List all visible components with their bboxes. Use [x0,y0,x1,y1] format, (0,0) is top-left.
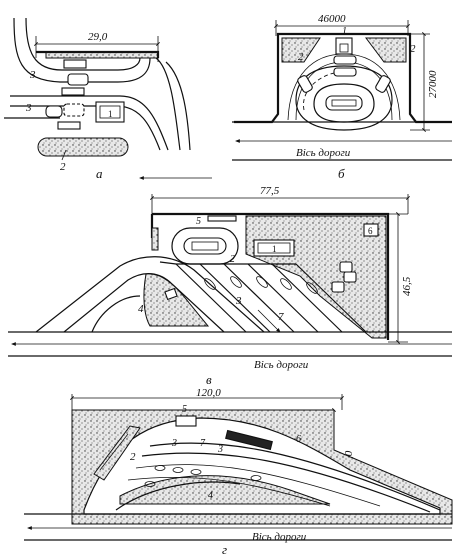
service-building [95,101,125,123]
island-2-g [93,425,141,481]
operator-booth [335,37,353,55]
dimension-width-a: 29,0 [88,31,108,43]
svg-text:1: 1 [342,26,347,37]
label-a-3: 3 [29,69,36,81]
dimension-height-b: 27000 [427,70,439,98]
panel-g: 120,0 50,0 5 2 3 7 3 6 4 [24,387,453,556]
fuel-island [63,59,87,69]
pump-island [325,95,363,111]
panel-v: 77,5 46,5 6 1 2 5 4 [8,185,452,387]
building-6 [363,223,379,237]
dimension-height-v: 46,5 [401,276,413,296]
caption-v: в [206,372,212,387]
car-icon [45,105,63,118]
dimension-width-v: 77,5 [260,185,280,197]
traffic-island [37,137,129,157]
label-v-7: 7 [278,311,284,323]
label-g-3b: 3 [217,444,223,455]
label-b-2b: 2 [410,43,416,55]
car-icon [67,73,89,86]
label-a-3b: 3 [25,102,32,114]
caption-g: г [222,542,227,556]
green-zone-left [281,37,321,63]
label-g-6: 6 [296,434,301,445]
pump-loop [183,237,227,255]
building-5-g [175,415,197,427]
panel-a: 29,0 1 3 3 2 а [4,17,212,181]
fuel-island [61,87,85,96]
label-a-1: 1 [108,109,113,119]
dimension-width-b: 46000 [318,13,346,25]
label-v-2: 2 [230,254,235,265]
axis-label-g: Вісь дороги [252,531,307,543]
label-g-5: 5 [182,404,187,415]
label-g-7: 7 [200,438,206,449]
label-v-6: 6 [368,226,373,236]
label-v-1: 1 [272,244,277,254]
dimension-width-g: 120,0 [196,387,221,399]
axis-label-b: Вісь дороги [296,147,351,159]
caption-b: б [338,166,345,181]
label-v-4: 4 [138,303,144,315]
label-a-2: 2 [60,161,66,173]
green-zone-right [365,37,407,63]
label-g-2: 2 [130,451,136,463]
label-g-3: 3 [171,438,177,449]
label-v-5: 5 [196,216,201,227]
island-4-g [119,475,331,505]
label-b-2: 2 [298,51,304,63]
label-g-4: 4 [208,490,213,501]
panel-b: 46000 27000 2 1 1 2 Вісь д [232,13,452,181]
axis-label-v: Вісь дороги [254,359,309,371]
access-road-curve [13,17,151,83]
building-1 [253,239,295,257]
label-v-3: 3 [235,295,242,307]
site-boundary [234,32,452,124]
fuel-island [57,121,81,130]
caption-a: а [96,166,103,181]
island-4 [143,273,210,327]
